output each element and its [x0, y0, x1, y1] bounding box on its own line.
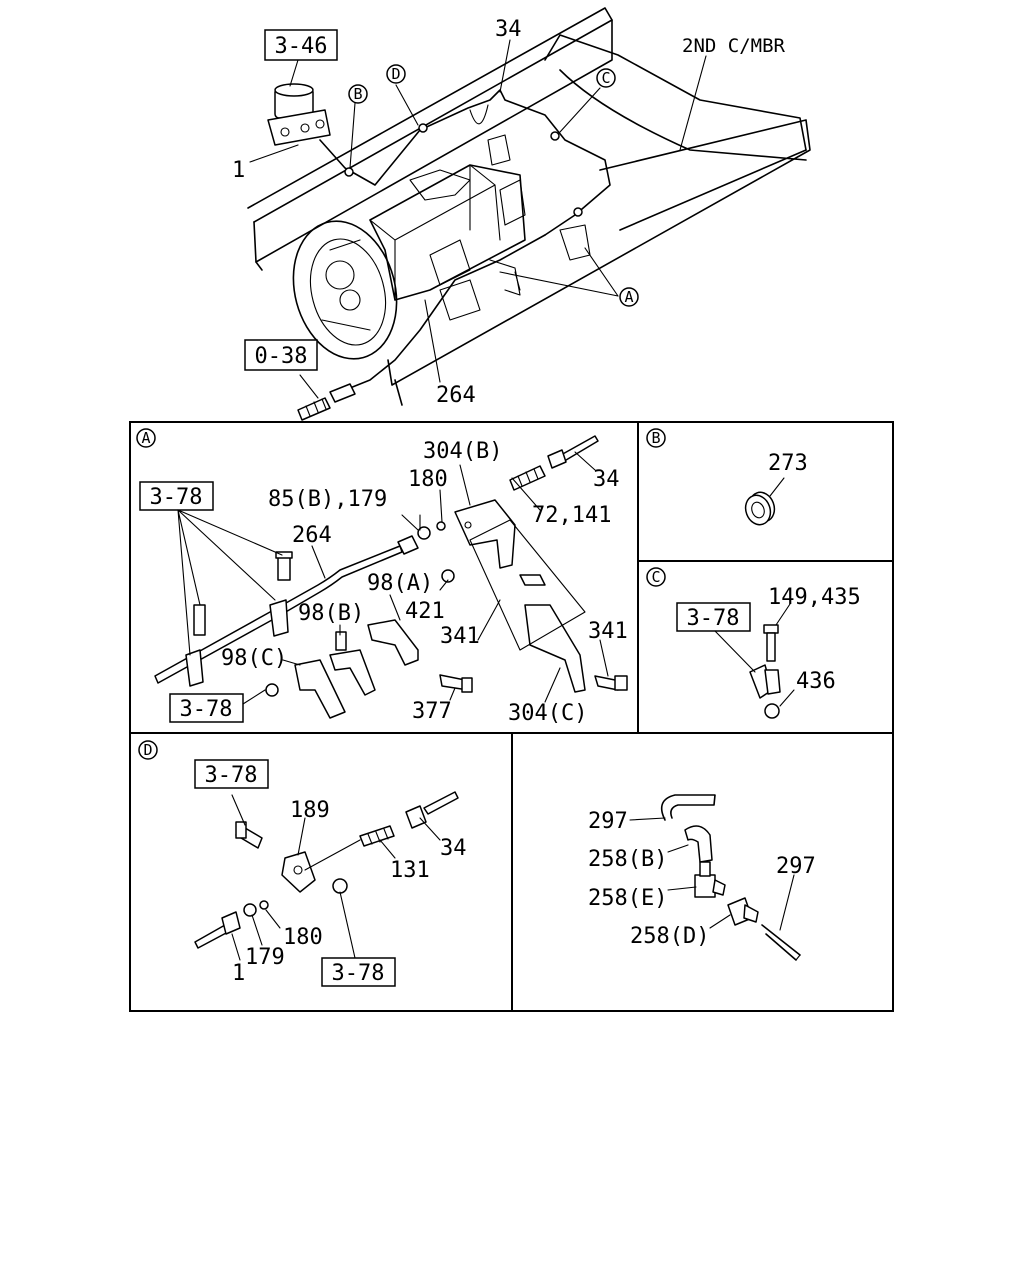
ref-label: 3-78 — [180, 697, 233, 722]
panel-e — [629, 794, 801, 961]
callout-circle: D — [386, 64, 406, 84]
part-label: 436 — [796, 669, 836, 694]
part-label: 377 — [412, 699, 452, 724]
panel-letter: D — [143, 741, 152, 759]
panel-c: C 3-78 — [646, 567, 795, 719]
part-label: 304(C) — [508, 701, 587, 726]
svg-text:C: C — [601, 69, 610, 87]
part-label: 264 — [436, 383, 476, 408]
ref-label-0-38: 0-38 — [255, 344, 308, 369]
ref-box-3-78 — [169, 693, 244, 723]
part-label: 1 — [232, 961, 245, 986]
panel-letter: B — [651, 429, 660, 447]
ref-label: 3-78 — [150, 485, 203, 510]
svg-text:A: A — [624, 288, 633, 306]
ref-label: 3-78 — [332, 961, 385, 986]
svg-text:B: B — [353, 85, 362, 103]
panel-letter: A — [141, 429, 150, 447]
part-label: 98(A) — [367, 571, 433, 596]
air-dryer-part — [267, 83, 331, 146]
panel-frames — [129, 421, 894, 1012]
part-label: 258(D) — [630, 924, 709, 949]
part-label: 304(B) — [423, 439, 502, 464]
ref-label: 3-78 — [687, 606, 740, 631]
ref-box-0-38 — [244, 339, 318, 371]
callout-circle: A — [619, 287, 639, 307]
ref-box-3-78 — [194, 759, 269, 789]
ref-box-3-78 — [321, 957, 396, 987]
part-label: 180 — [408, 467, 448, 492]
part-label: 72,141 — [532, 503, 611, 528]
callout-circle: B — [348, 84, 368, 104]
part-label: 264 — [292, 523, 332, 548]
ref-label-3-46: 3-46 — [275, 34, 328, 59]
part-label: 1 — [232, 158, 245, 183]
panel-letter: C — [651, 568, 660, 586]
part-label: 258(B) — [588, 847, 667, 872]
ref-box-3-46 — [264, 29, 338, 61]
part-label: 297 — [776, 854, 816, 879]
part-label: 34 — [593, 467, 620, 492]
part-label: 179 — [245, 945, 285, 970]
part-label: 131 — [390, 858, 430, 883]
part-label: 189 — [290, 798, 330, 823]
ref-label: 3-78 — [205, 763, 258, 788]
panel-d: D 3-78 3-78 — [138, 740, 459, 987]
part-label: 421 — [405, 599, 445, 624]
callout-circle: C — [596, 68, 616, 88]
part-label: 273 — [768, 451, 808, 476]
member-label: 2ND C/MBR — [682, 35, 786, 57]
part-label: 341 — [588, 619, 628, 644]
panel-a: A 3-78 3-78 — [136, 428, 628, 723]
ref-box-3-78 — [676, 602, 751, 632]
part-label: 34 — [440, 836, 467, 861]
part-label: 98(B) — [298, 601, 364, 626]
part-label: 98(C) — [221, 646, 287, 671]
part-label: 149,435 — [768, 585, 861, 610]
part-label: 85(B),179 — [268, 487, 387, 512]
panel-b: B — [646, 428, 785, 526]
ref-box-3-78 — [139, 481, 214, 511]
overview-illustration — [247, 7, 811, 421]
part-label: 341 — [440, 624, 480, 649]
part-label: 34 — [495, 17, 522, 42]
part-label: 258(E) — [588, 886, 667, 911]
part-label: 180 — [283, 925, 323, 950]
svg-text:D: D — [391, 65, 400, 83]
part-label: 297 — [588, 809, 628, 834]
